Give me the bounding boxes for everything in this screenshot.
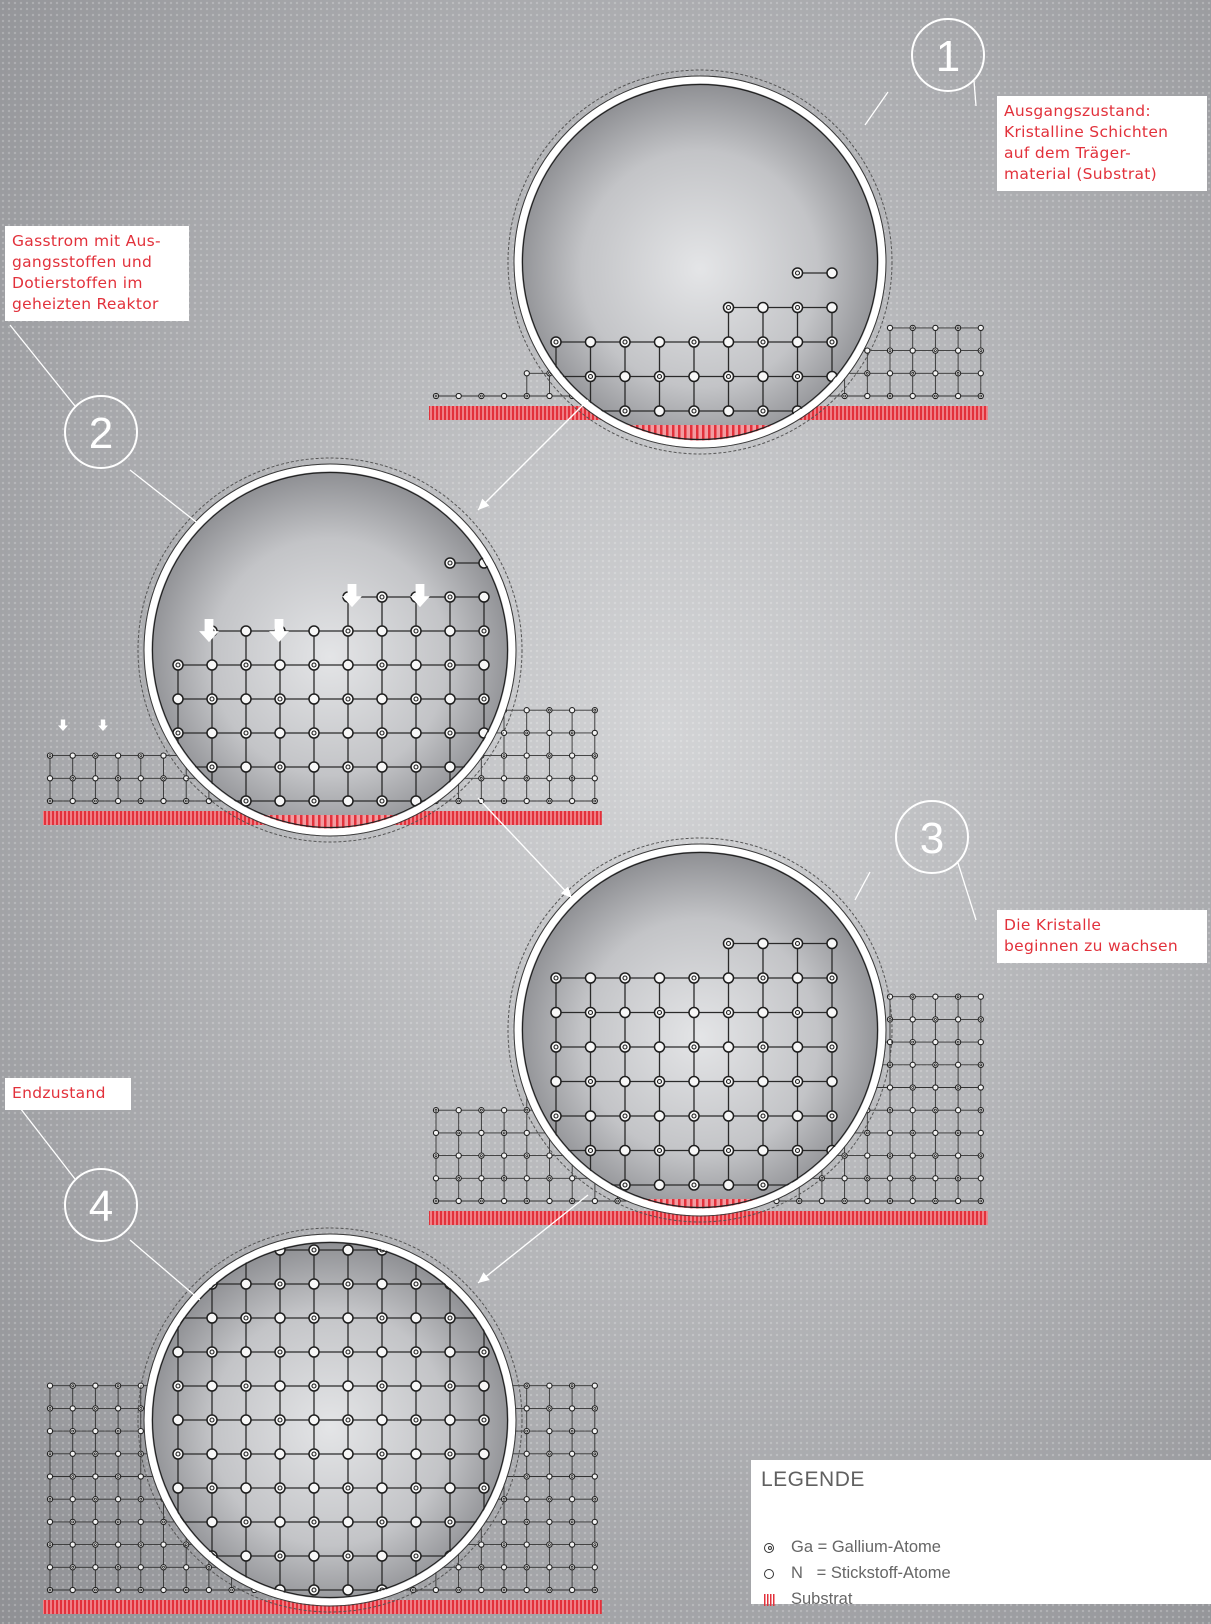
callout-line — [974, 81, 976, 106]
legend: LEGENDE Ga = Gallium-Atome N = Stickstof… — [751, 1460, 1211, 1604]
step-3-label: Die Kristalle beginnen zu wachsen — [997, 910, 1207, 963]
step-4-number: 4 — [89, 1182, 113, 1231]
substrate-icon — [763, 1592, 785, 1608]
ga-atom-icon — [763, 1540, 785, 1556]
legend-text-substrate: Substrat — [791, 1590, 852, 1609]
connector-arrow-3-4 — [478, 1195, 588, 1283]
legend-text-n: N = Stickstoff-Atome — [791, 1564, 951, 1583]
legend-item-ga: Ga = Gallium-Atome — [763, 1538, 941, 1557]
callout-line — [130, 470, 200, 525]
step-1-number: 1 — [936, 32, 960, 81]
step-3-panel: 3 — [429, 801, 988, 1239]
step-4-panel: 4 — [10, 1095, 602, 1624]
step-4-label: Endzustand — [5, 1078, 131, 1110]
callout-line — [958, 863, 976, 920]
step-2-label: Gasstrom mit Aus- gangsstoffen und Dotie… — [5, 226, 189, 321]
callout-line — [130, 1240, 200, 1300]
callout-line — [10, 325, 75, 406]
legend-item-substrate: Substrat — [763, 1590, 852, 1609]
legend-title: LEGENDE — [761, 1468, 865, 1492]
n-atom-icon — [763, 1566, 785, 1582]
step-1-label: Ausgangszustand: Kristalline Schichten a… — [997, 96, 1207, 191]
legend-text-ga: Ga = Gallium-Atome — [791, 1538, 941, 1557]
legend-item-n: N = Stickstoff-Atome — [763, 1564, 951, 1583]
step-2-panel: 2 — [10, 325, 602, 855]
step-1-panel: 1 — [429, 19, 988, 465]
connector-arrow-3-4-head — [478, 1272, 490, 1283]
step-3-number: 3 — [920, 814, 944, 863]
callout-line — [855, 872, 870, 900]
callout-line — [865, 92, 888, 125]
step-2-number: 2 — [89, 409, 113, 458]
